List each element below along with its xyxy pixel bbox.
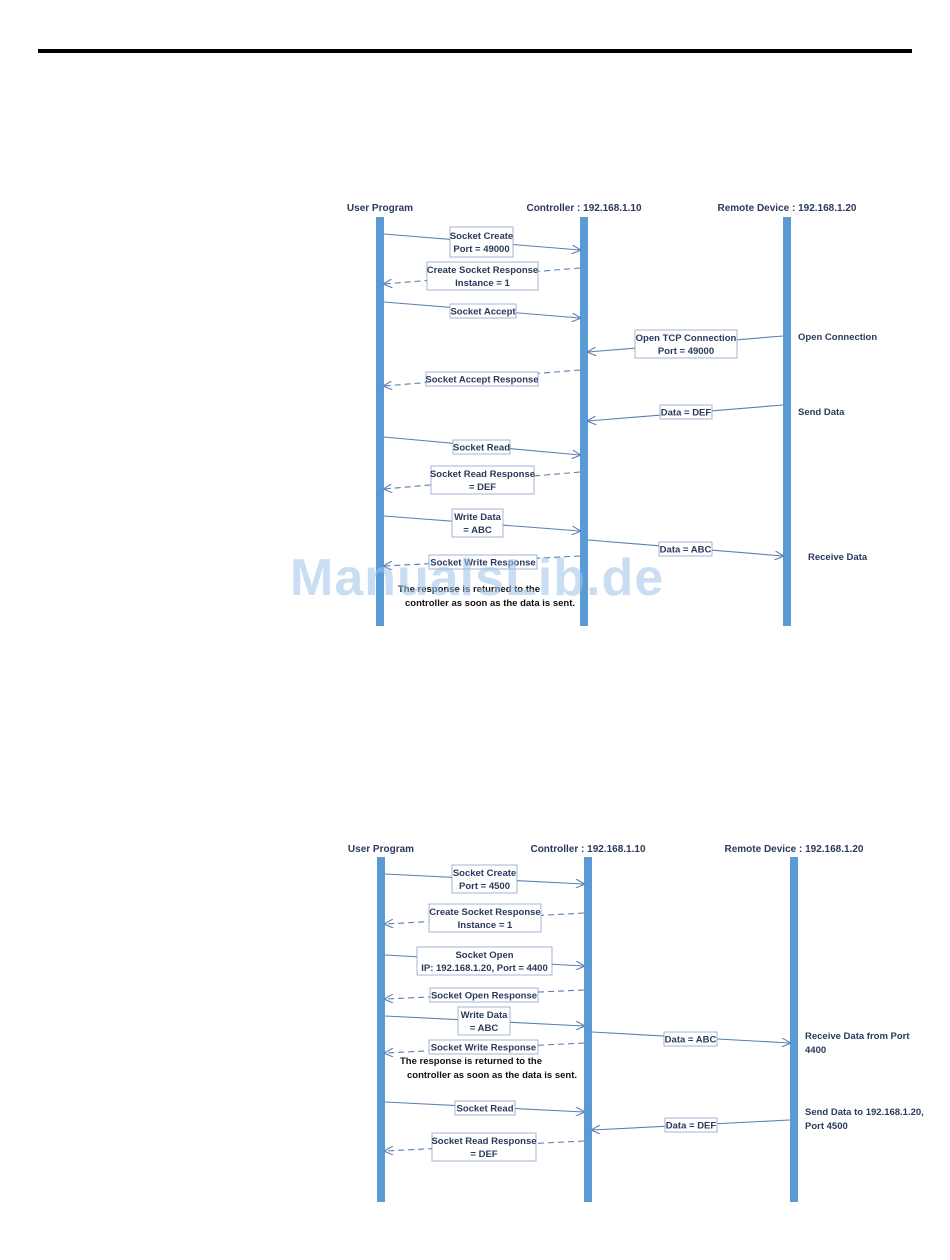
remote-device-action-label: 4400 <box>805 1045 826 1056</box>
message-label-box <box>452 439 511 455</box>
remote-device-action-label: Port 4500 <box>805 1121 848 1132</box>
message-label: Socket Write Response <box>431 1043 536 1054</box>
message-label: Socket Read Response <box>431 1136 536 1147</box>
message-label: Instance = 1 <box>458 920 513 931</box>
lifeline-bar <box>376 217 384 626</box>
remote-device-action-label: Receive Data <box>808 552 868 563</box>
message-label-box <box>425 371 539 387</box>
lifeline-label: Controller : 192.168.1.10 <box>530 844 645 855</box>
lifeline-label: Remote Device : 192.168.1.20 <box>725 844 864 855</box>
message-label-box <box>428 554 538 570</box>
message-label: Instance = 1 <box>455 278 510 289</box>
lifeline-label: User Program <box>347 203 413 214</box>
message-label: Socket Open <box>455 950 513 961</box>
message-label-box <box>449 303 517 319</box>
message-label: Data = DEF <box>666 1121 717 1132</box>
message-label-box <box>664 1117 718 1133</box>
message-label-box <box>430 465 535 495</box>
message-label: = DEF <box>469 482 496 493</box>
message-label: Create Socket Response <box>427 265 538 276</box>
remote-device-action-label: Receive Data from Port <box>805 1031 910 1042</box>
message-label: Write Data <box>454 512 502 523</box>
message-label-box <box>449 226 514 258</box>
message-label: Port = 49000 <box>453 244 509 255</box>
message-label: Socket Read <box>456 1104 513 1115</box>
message-label-box <box>451 508 504 538</box>
response-note: controller as soon as the data is sent. <box>407 1070 577 1081</box>
lifeline-label: User Program <box>348 844 414 855</box>
remote-device-action-label: Send Data <box>798 407 845 418</box>
message-arrow <box>385 1042 585 1053</box>
message-label-box <box>658 541 713 557</box>
message-label: Write Data <box>461 1010 509 1021</box>
message-label-box <box>428 903 542 933</box>
lifeline-label: Remote Device : 192.168.1.20 <box>718 203 857 214</box>
remote-device-action-label: Open Connection <box>798 332 877 343</box>
message-arrow <box>384 471 581 489</box>
message-label-box <box>426 261 539 291</box>
message-label: Socket Accept Response <box>425 375 538 386</box>
remote-device-action-label: Send Data to 192.168.1.20, <box>805 1107 924 1118</box>
message-label: Data = ABC <box>660 545 712 556</box>
message-arrow <box>385 989 585 999</box>
response-note: The response is returned to the <box>400 1056 542 1067</box>
response-note: The response is returned to the <box>398 584 540 595</box>
lifeline-bar <box>790 857 798 1202</box>
message-label-box <box>454 1100 516 1116</box>
message-arrow <box>384 555 581 566</box>
lifeline-label: Controller : 192.168.1.10 <box>526 203 641 214</box>
message-label-box <box>429 987 539 1003</box>
message-label-box <box>659 404 713 420</box>
message-label: Data = ABC <box>665 1035 717 1046</box>
message-arrow <box>385 1140 585 1151</box>
message-label: Socket Create <box>450 231 513 242</box>
lifeline-bar <box>377 857 385 1202</box>
message-label: = DEF <box>470 1149 497 1160</box>
message-label: Create Socket Response <box>429 907 540 918</box>
lifeline-bar <box>584 857 592 1202</box>
message-label-box <box>416 946 553 976</box>
message-label: Socket Open Response <box>431 991 537 1002</box>
message-label: Socket Create <box>453 868 516 879</box>
message-label-box <box>457 1006 511 1036</box>
message-label: Socket Accept <box>450 307 516 318</box>
message-label: IP: 192.168.1.20, Port = 4400 <box>421 963 548 974</box>
message-label-box <box>634 329 738 359</box>
lifeline-bar <box>783 217 791 626</box>
message-label: Socket Read <box>453 443 510 454</box>
message-label: = ABC <box>470 1023 499 1034</box>
message-arrow <box>384 369 581 386</box>
message-label: = ABC <box>463 525 492 536</box>
message-label-box <box>451 864 518 894</box>
message-label: Open TCP Connection <box>636 333 737 344</box>
message-label-box <box>663 1031 718 1047</box>
top-rule <box>38 49 912 53</box>
message-label: Port = 49000 <box>658 346 714 357</box>
message-label: Socket Write Response <box>430 558 535 569</box>
message-label-box <box>428 1039 539 1055</box>
message-label: Socket Read Response <box>430 469 535 480</box>
lifeline-bar <box>580 217 588 626</box>
message-label: Data = DEF <box>661 408 712 419</box>
message-arrow <box>385 912 585 924</box>
message-label-box <box>431 1132 537 1162</box>
message-label: Port = 4500 <box>459 881 510 892</box>
response-note: controller as soon as the data is sent. <box>405 598 575 609</box>
message-arrow <box>384 267 581 284</box>
